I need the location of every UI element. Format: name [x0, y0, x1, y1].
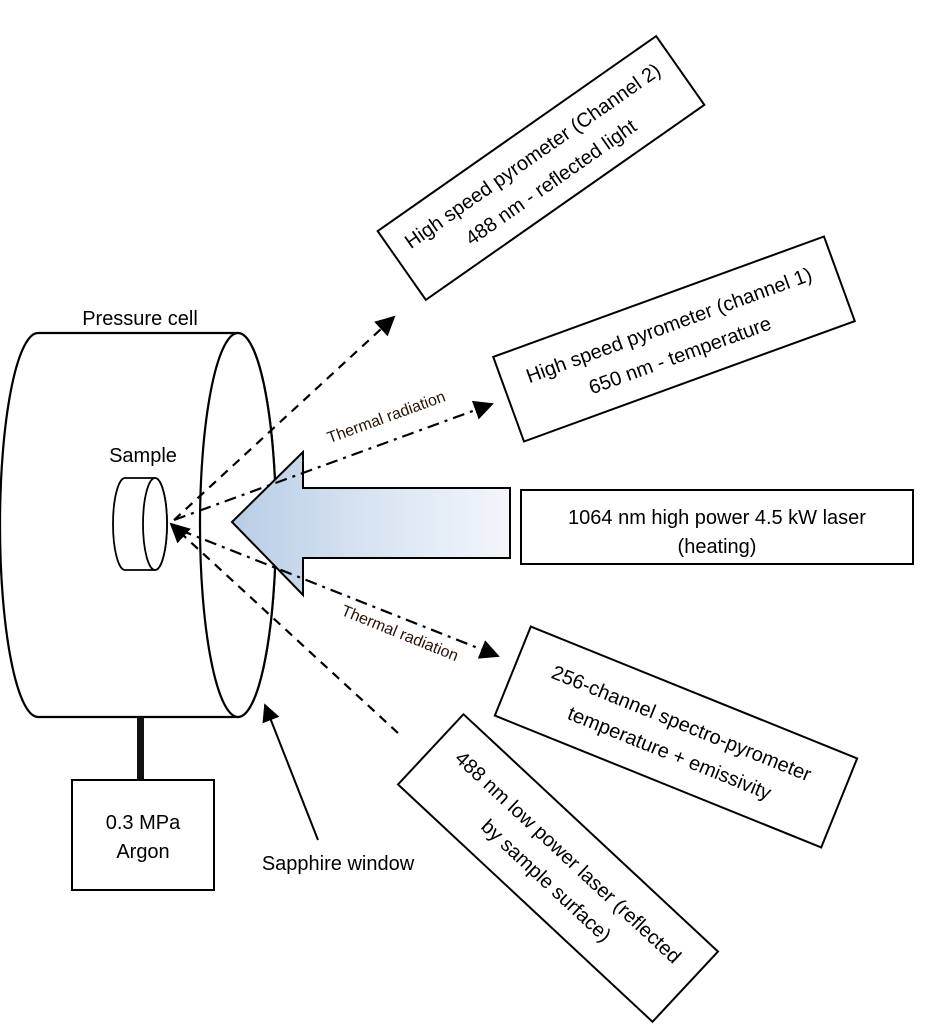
support-rod — [137, 717, 144, 780]
sample-label: Sample — [109, 445, 177, 467]
heating-laser-line2: (heating) — [678, 536, 757, 558]
thermal-radiation-label-upper: Thermal radiation — [325, 388, 448, 447]
sapphire-window-pointer — [262, 703, 319, 841]
pyrometer-channel1-box: High speed pyrometer (channel 1) 650 nm … — [491, 235, 857, 443]
thermal-radiation-path-lower — [179, 528, 500, 659]
heating-laser-box: 1064 nm high power 4.5 kW laser (heating… — [520, 489, 914, 565]
sample-cylinder — [112, 477, 168, 571]
sapphire-window-label: Sapphire window — [262, 853, 415, 875]
pyrometer-channel2-box: High speed pyrometer (Channel 2) 488 nm … — [376, 34, 706, 302]
argon-box: 0.3 MPa Argon — [71, 779, 215, 891]
heating-laser-arrow — [230, 449, 511, 598]
argon-line1: 0.3 MPa — [106, 812, 181, 834]
pressure-cell-label: Pressure cell — [82, 308, 198, 330]
probe-laser-path — [169, 522, 399, 734]
thermal-radiation-path-upper — [173, 400, 494, 522]
thermal-radiation-label-lower: Thermal radiation — [339, 603, 461, 665]
heating-laser-line1: 1064 nm high power 4.5 kW laser — [568, 507, 866, 529]
argon-line2: Argon — [116, 841, 169, 863]
reflected-light-path — [173, 315, 396, 521]
